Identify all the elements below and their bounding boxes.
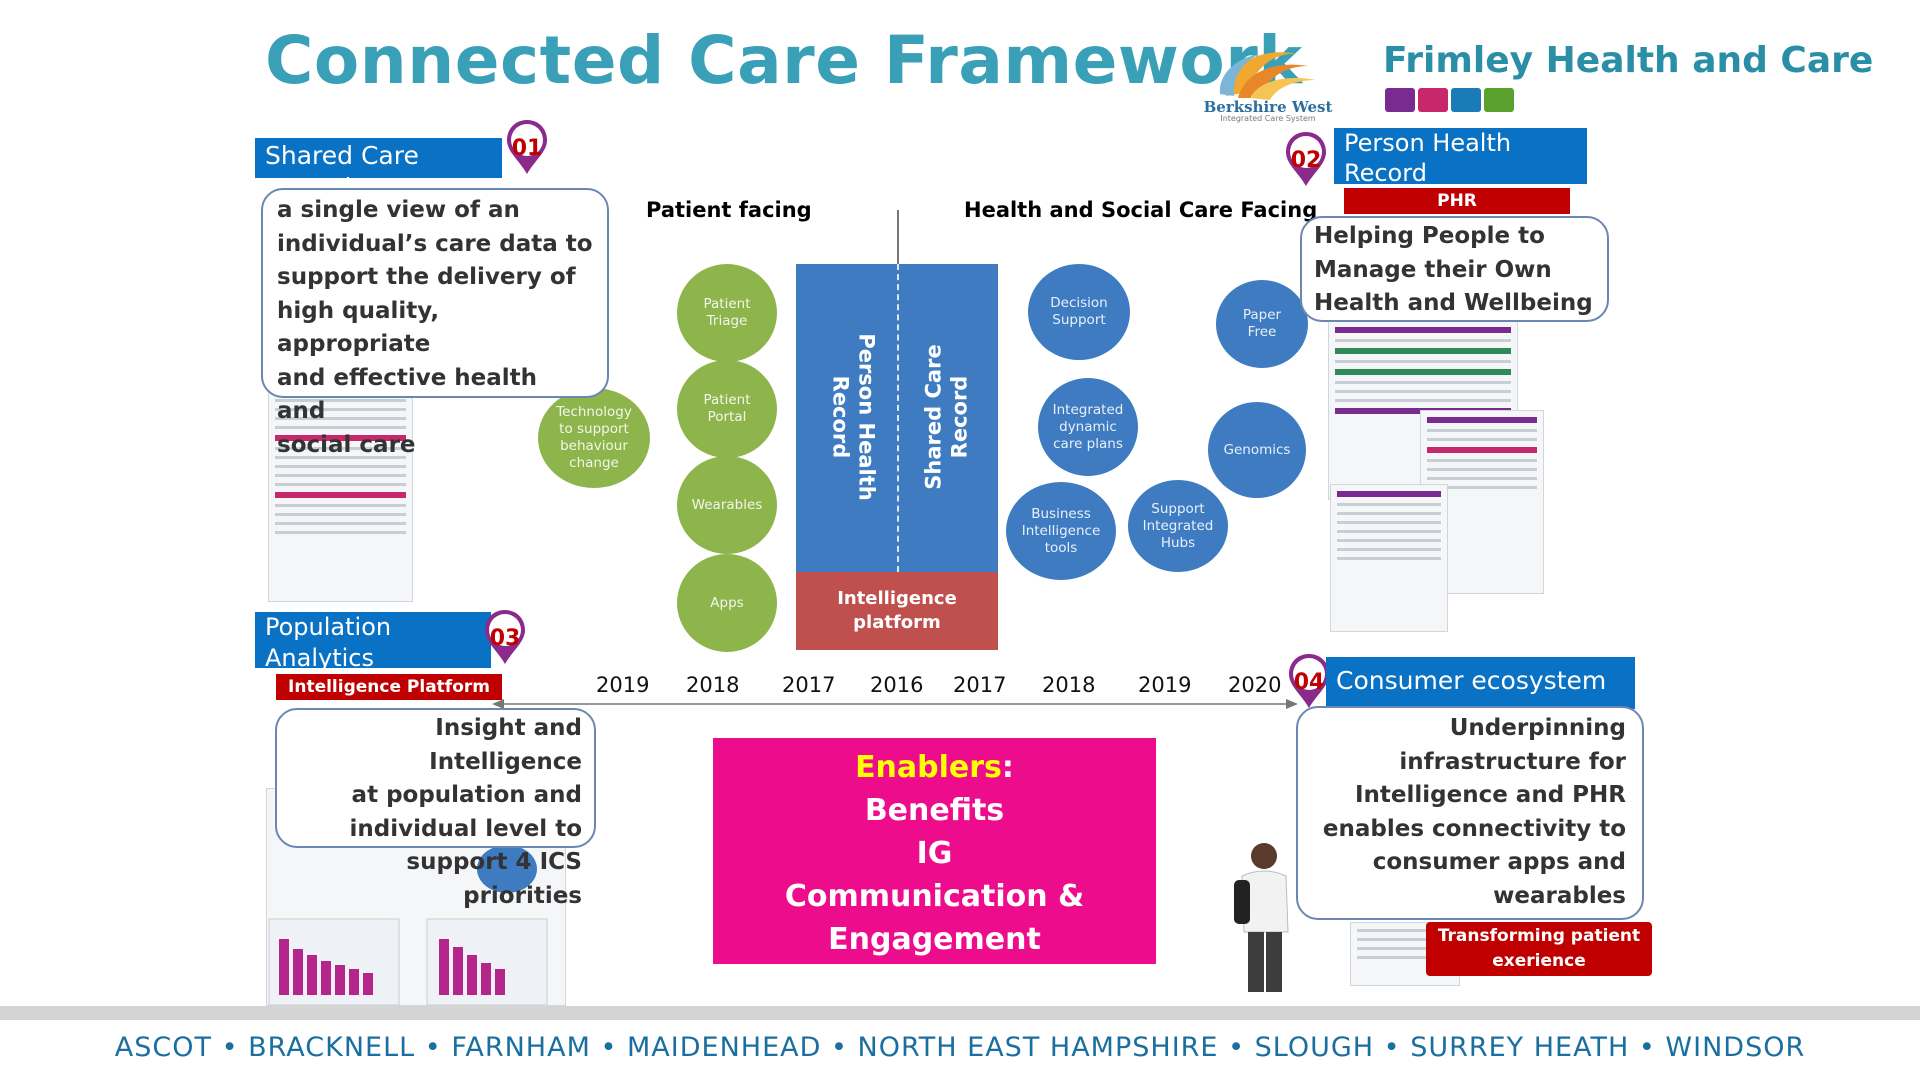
consumer-ecosystem-label: Consumer ecosystem <box>1326 657 1635 709</box>
section-number-01: 01 <box>511 136 543 161</box>
people-icon <box>1451 88 1481 112</box>
separator: • <box>1228 1032 1246 1063</box>
separator: • <box>221 1032 239 1063</box>
bubble-wearables: Wearables <box>677 456 777 554</box>
scr-line-1: Shared Care <box>922 344 946 490</box>
enabler-item: Communication & <box>784 879 1085 914</box>
section-number-03: 03 <box>489 626 521 651</box>
enablers-box: Enablers: Benefits IG Communication & En… <box>713 738 1156 964</box>
enablers-colon: : <box>1001 750 1014 785</box>
enablers-heading: Enablers <box>855 750 1002 785</box>
place-name: FARNHAM <box>451 1032 591 1063</box>
bubble-genomics: Genomics <box>1208 402 1306 498</box>
place-name: ASCOT <box>114 1032 212 1063</box>
hands-icon <box>1385 88 1415 112</box>
pin-02-icon <box>1286 132 1326 186</box>
analytics-charts-icon <box>268 845 548 1005</box>
intelligence-platform-block: Intelligence platform <box>796 572 998 650</box>
year-label: 2017 <box>953 673 1007 697</box>
year-label: 2018 <box>1042 673 1096 697</box>
center-divider-line <box>897 210 899 270</box>
place-name: MAIDENHEAD <box>627 1032 822 1063</box>
year-label: 2019 <box>1138 673 1192 697</box>
phr-line-1: Person Health <box>855 333 880 501</box>
enablers-heading-row: Enablers: <box>713 746 1156 789</box>
timeline-arrow <box>492 699 1298 709</box>
shared-care-record-label: Shared Care Record <box>255 138 502 202</box>
separator: • <box>1638 1032 1656 1063</box>
phr-tag: PHR <box>1344 188 1570 214</box>
berkshire-west-logo <box>1219 52 1316 100</box>
person-icon <box>1234 843 1289 992</box>
year-label: 2019 <box>596 673 650 697</box>
place-name: SLOUGH <box>1254 1032 1375 1063</box>
person-health-record-label: Person Health Record <box>1334 128 1587 187</box>
year-label: 2020 <box>1228 673 1282 697</box>
separator: • <box>831 1032 848 1063</box>
phr-screenshot-3 <box>1330 484 1448 632</box>
patient-facing-heading: Patient facing <box>646 198 812 222</box>
year-label: 2016 <box>870 673 924 697</box>
year-label: 2018 <box>686 673 740 697</box>
shared-care-record-vertical: Shared Care Record <box>900 272 994 562</box>
separator: • <box>424 1032 442 1063</box>
place-name: WINDSOR <box>1665 1032 1806 1063</box>
pin-03-icon <box>485 610 525 664</box>
footer-band <box>0 1006 1920 1020</box>
heartbeat-icon <box>1418 88 1448 112</box>
separator: • <box>1383 1032 1401 1063</box>
separator: • <box>600 1032 618 1063</box>
place-name: NORTH EAST HAMPSHIRE <box>857 1032 1219 1063</box>
enabler-item: Engagement <box>828 922 1041 957</box>
berkshire-west-name: Berkshire West <box>1203 98 1333 116</box>
intelligence-platform-tag: Intelligence Platform <box>276 674 502 700</box>
phr-line-2: Record <box>829 375 854 459</box>
frimley-icons <box>1385 88 1514 112</box>
place-name: BRACKNELL <box>248 1032 416 1063</box>
transforming-patient-tag: Transforming patient exerience <box>1426 922 1652 976</box>
section-number-02: 02 <box>1290 148 1322 173</box>
place-name: SURREY HEATH <box>1410 1032 1630 1063</box>
hand-heart-icon <box>1484 88 1514 112</box>
page-title: Connected Care Framework <box>265 22 1303 99</box>
berkshire-west-subtitle: Integrated Care System <box>1220 114 1316 123</box>
shared-care-record-screenshot <box>268 392 413 602</box>
enabler-item: IG <box>916 836 953 871</box>
pin-01-icon <box>507 120 547 174</box>
block-divider-dashed <box>897 264 899 572</box>
population-analytics-label: Population Analytics <box>255 612 491 672</box>
person-health-record-vertical: Person Health Record <box>812 272 896 562</box>
bubble-apps: Apps <box>677 554 777 652</box>
intel-line-2: platform <box>853 612 941 633</box>
pin-04-icon <box>1289 654 1329 708</box>
footer-places: ASCOT • BRACKNELL • FARNHAM • MAIDENHEAD… <box>0 1032 1920 1063</box>
person-photo <box>1230 840 1294 994</box>
enabler-item: Benefits <box>864 793 1005 828</box>
scr-line-2: Record <box>948 375 972 459</box>
frimley-logo-text: Frimley Health and Care <box>1383 40 1874 81</box>
intel-line-1: Intelligence <box>837 588 957 609</box>
year-label: 2017 <box>782 673 836 697</box>
section-number-04: 04 <box>1293 670 1325 695</box>
hsc-facing-heading: Health and Social Care Facing <box>964 198 1318 222</box>
